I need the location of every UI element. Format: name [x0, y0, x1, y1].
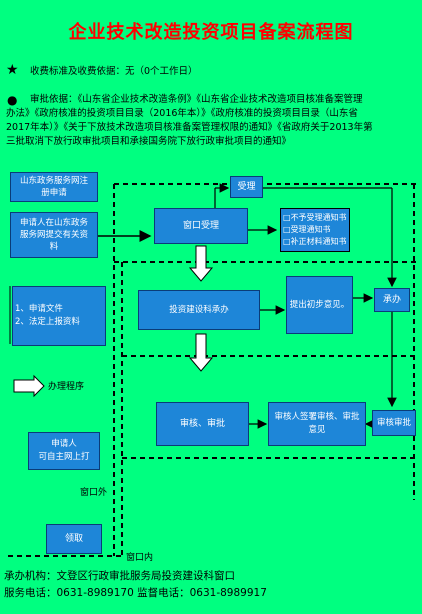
collect-box: 领取: [46, 524, 102, 554]
submit-materials-box: 申请人在山东政务服务网提交有关资料: [10, 212, 98, 258]
dept-handle-box: 投资建设科承办: [138, 290, 260, 330]
notice-text: 不予受理通知书: [290, 213, 347, 222]
window-inside-label: 窗口内: [126, 552, 154, 564]
review-box: 审核、审批: [156, 402, 249, 446]
online-register-box: 山东政务服务网注册申请: [10, 172, 98, 202]
box-text: 册申请: [41, 188, 67, 198]
box-text: 申请人: [51, 439, 77, 449]
docs-box: 1、申请文件 2、法定上报资料: [12, 286, 106, 346]
approve-box: 审核审批: [372, 410, 416, 436]
box-text: 审核人签署审核、审批: [274, 412, 360, 422]
fee-text: 收费标准及收费依据：无（0个工作日）: [30, 66, 198, 77]
box-text: 意见: [308, 425, 326, 435]
basis-line: 办法》《政府核准的投资项目目录（2016年本）》《政府核准的投资项目目录（山东省: [6, 108, 358, 119]
notice-item: □受理通知书: [283, 225, 331, 234]
box-text: 申请人在山东政务: [19, 218, 88, 228]
basis-line: 审批依据：《山东省企业技术改造条例》《山东省企业技术改造项目核准备案管理: [30, 94, 363, 105]
box-text: 料: [49, 242, 59, 252]
box-text: 服务网提交有关资: [19, 230, 88, 240]
star-icon: ★: [6, 62, 19, 78]
basis-line: 2017年本）》《关于下放技术改造项目核准备案管理权限的通知》《省政府关于201…: [6, 122, 373, 133]
legend-label: 办理程序: [48, 382, 85, 392]
basis-line: 三批取消下放行政审批项目和承接国务院下放行政审批项目的通知》: [6, 136, 292, 147]
basis-text: 审批依据：《山东省企业技术改造条例》《山东省企业技术改造项目核准备案管理 办法》…: [6, 93, 420, 149]
sign-opinion-box: 审核人签署审核、审批意见: [268, 402, 366, 446]
footer-org: 承办机构：文登区行政审批服务局投资建设科窗口: [4, 570, 235, 582]
undertake-box: 承办: [374, 288, 410, 312]
window-accept-box: 窗口受理: [154, 208, 248, 244]
opinion-box: 提出初步意见。: [286, 276, 353, 334]
box-text: 山东政务服务网注: [19, 176, 88, 186]
notices-box: □不予受理通知书 □受理通知书 □补正材料通知书: [280, 208, 350, 252]
box-text: 可自主网上打: [38, 452, 90, 462]
notice-text: 补正材料通知书: [290, 237, 347, 246]
doc-item: 1、申请文件: [15, 304, 63, 314]
notice-item: □不予受理通知书: [283, 213, 347, 222]
hollow-down-arrow: [188, 333, 214, 372]
hollow-down-arrow: [188, 245, 214, 282]
notice-text: 受理通知书: [290, 225, 331, 234]
doc-item: 2、法定上报资料: [15, 317, 80, 327]
accept-box: 受理: [230, 176, 263, 198]
print-online-box: 申请人可自主网上打: [28, 432, 100, 470]
window-outside-label: 窗口外: [80, 487, 108, 499]
footer-phones: 服务电话：0631-8989170 监督电话：0631-8989917: [4, 587, 267, 599]
legend-arrow: [13, 374, 45, 398]
page-title: 企业技术改造投资项目备案流程图: [68, 22, 354, 43]
bullet-icon: ●: [7, 93, 18, 107]
notice-item: □补正材料通知书: [283, 237, 347, 246]
